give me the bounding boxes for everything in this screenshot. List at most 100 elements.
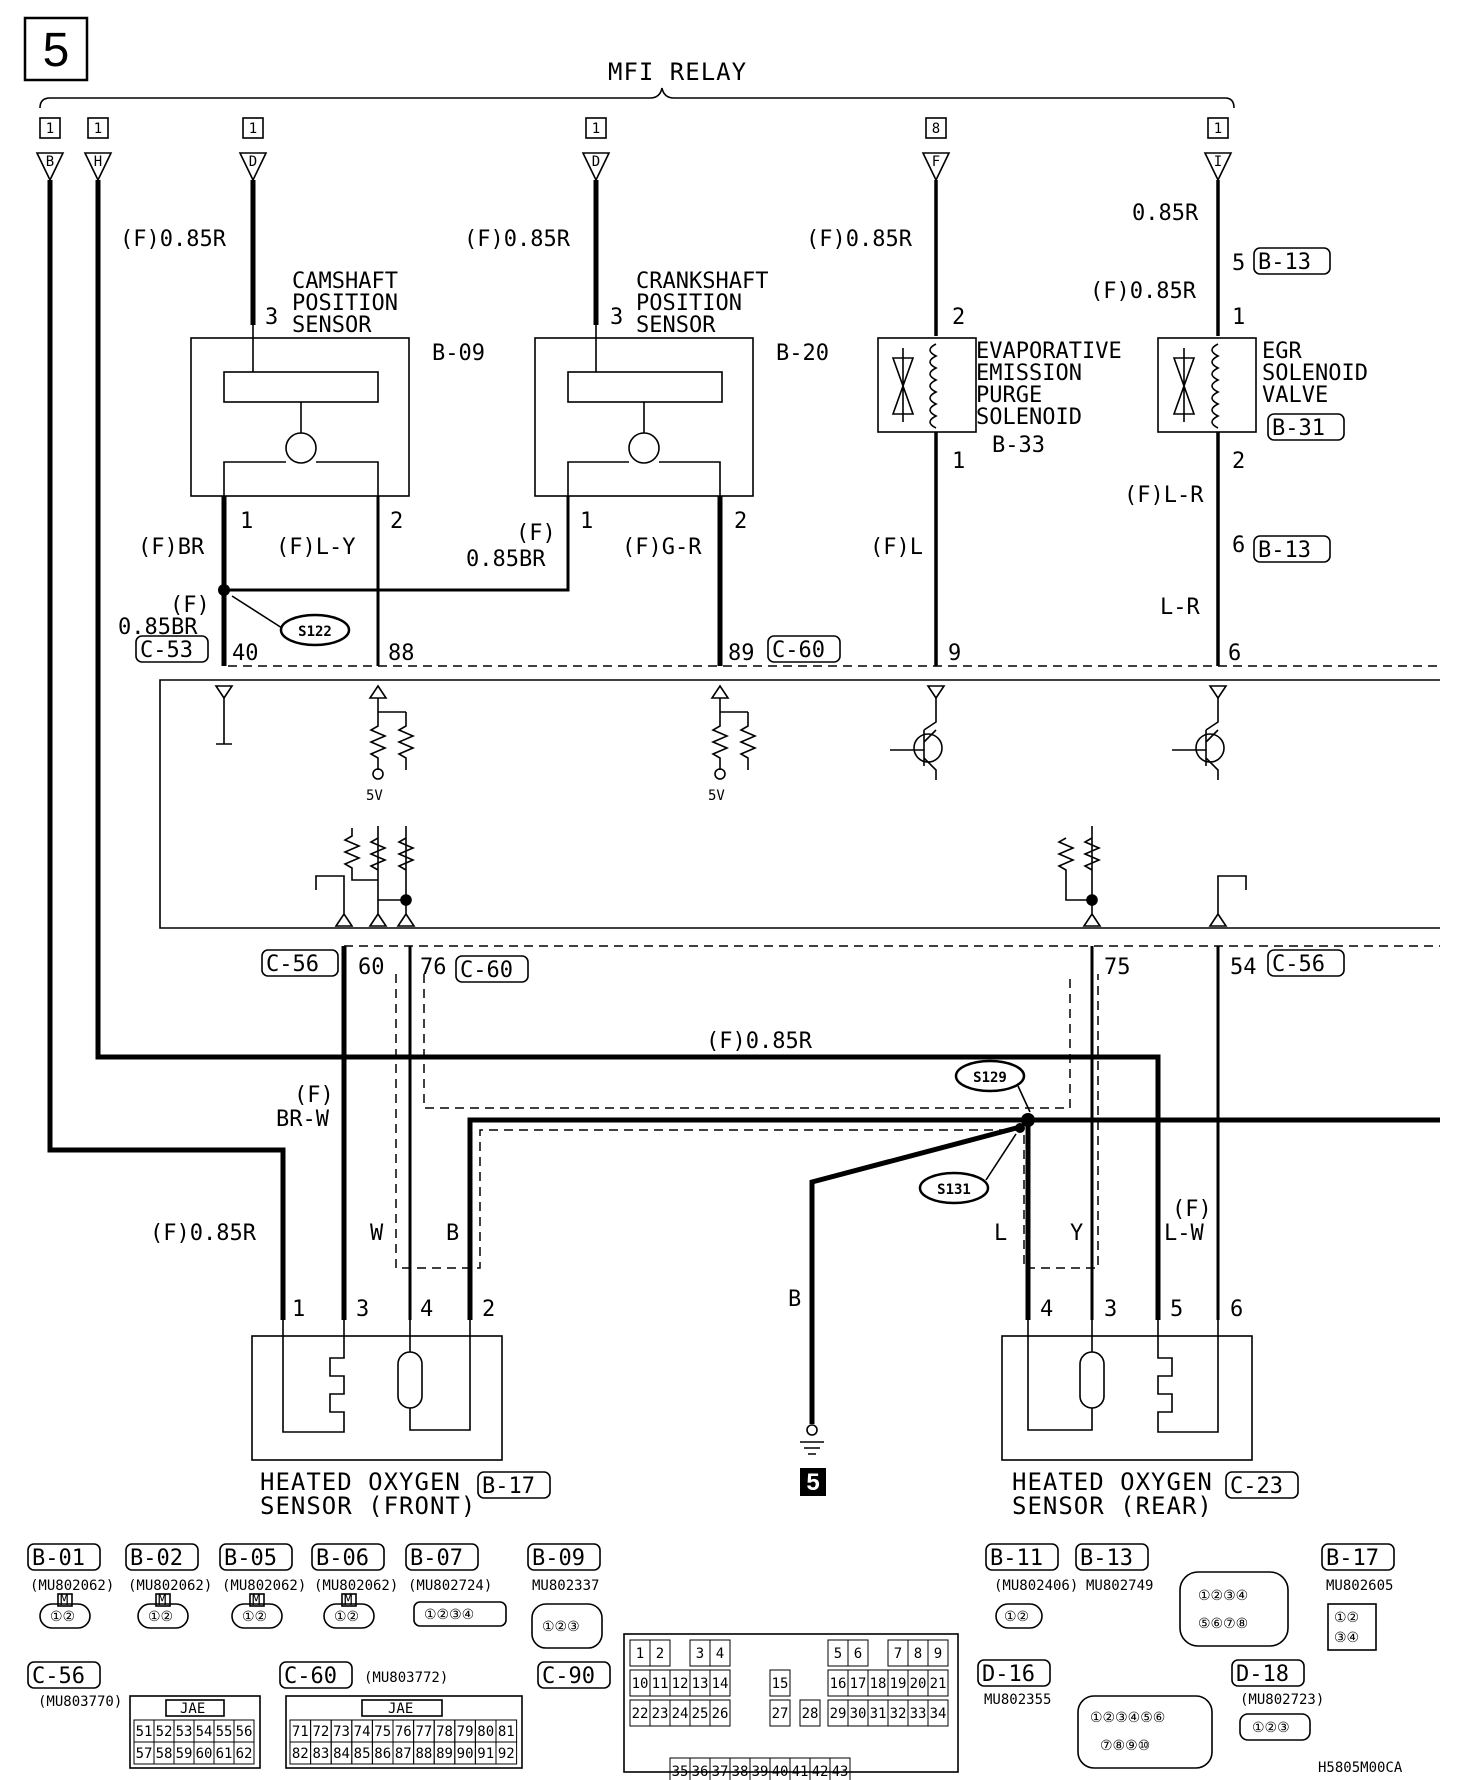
ground-label-box <box>800 1468 826 1496</box>
svg-text:B-01: B-01 <box>32 1546 85 1571</box>
camshaft-position-sensor <box>190 325 410 497</box>
crankshaft-label-3: SENSOR <box>636 313 716 338</box>
svg-text:①②: ①② <box>1004 1609 1029 1625</box>
footer-code: H5805M00CA <box>1318 1760 1403 1776</box>
crankshaft-label-1: CRANKSHAFT <box>636 269 768 294</box>
page-number-box <box>23 16 89 82</box>
ecu-5v-a: 5V <box>366 788 383 804</box>
svg-text:B-11: B-11 <box>990 1546 1043 1571</box>
pin-number: 29 <box>830 1706 847 1722</box>
pin-cell <box>709 1699 731 1727</box>
pin-number: 85 <box>354 1746 371 1762</box>
splice-s129-dot <box>1021 1113 1035 1127</box>
pin-number: 5 <box>834 1646 842 1662</box>
pin-number: 55 <box>216 1724 233 1740</box>
svg-text:MU802605: MU802605 <box>1326 1578 1393 1594</box>
pin-number: 21 <box>930 1676 947 1692</box>
wire-label-crank-f: (F) <box>516 521 556 546</box>
svg-text:①②: ①② <box>1334 1610 1359 1626</box>
egr-label-1: EGR <box>1262 339 1302 364</box>
crank-pin-3: 3 <box>610 305 623 330</box>
svg-text:D: D <box>592 154 600 170</box>
pin-cell <box>847 1639 869 1667</box>
pin-number: 90 <box>457 1746 474 1762</box>
ecu-pin-9: 9 <box>948 641 961 666</box>
egr-pin-1: 1 <box>1232 305 1245 330</box>
conn-c60-top: C-60 <box>772 638 825 663</box>
pin-number: 39 <box>752 1764 769 1780</box>
wire-label-cam-br: (F)BR <box>138 535 205 560</box>
svg-text:1: 1 <box>46 121 54 137</box>
ground-label: 5 <box>806 1469 819 1496</box>
ecu-pin-75: 75 <box>1104 955 1131 980</box>
pin-number: 19 <box>890 1676 907 1692</box>
svg-text:M: M <box>344 1593 352 1609</box>
pin-number: 32 <box>890 1706 907 1722</box>
svg-text:(MU802062): (MU802062) <box>314 1578 398 1594</box>
wire-label-egr-b: (F)0.85R <box>1090 279 1197 304</box>
pin-number: 80 <box>477 1724 494 1740</box>
relay-terminal-b: 1 B <box>35 117 65 182</box>
pin-number: 27 <box>772 1706 789 1722</box>
pin-number: 2 <box>656 1646 664 1662</box>
pin-number: 40 <box>772 1764 789 1780</box>
ecu-5v-b: 5V <box>708 788 725 804</box>
pin-number: 57 <box>136 1746 153 1762</box>
pin-number: 36 <box>692 1764 709 1780</box>
relay-terminal-h: 1 H <box>83 117 113 182</box>
pin-number: 53 <box>176 1724 193 1740</box>
pin-number: 6 <box>854 1646 862 1662</box>
wire-label-s122-f: (F) <box>170 593 210 618</box>
pin-number: 3 <box>696 1646 704 1662</box>
crankshaft-label-2: POSITION <box>636 291 742 316</box>
pin-cell <box>927 1669 949 1697</box>
pin-number: 12 <box>672 1676 689 1692</box>
pin-number: 77 <box>415 1724 432 1740</box>
camshaft-label-3: SENSOR <box>292 313 372 338</box>
ecu-pin-54: 54 <box>1230 955 1257 980</box>
camshaft-label-1: CAMSHAFT <box>292 269 398 294</box>
egr-solenoid-valve <box>1157 337 1257 433</box>
wire-label-h: (F)0.85R <box>706 1029 813 1054</box>
pin-cell <box>799 1699 821 1727</box>
wire-label-front-085r: (F)0.85R <box>150 1221 257 1246</box>
wire-label-rear-l: L <box>994 1221 1007 1246</box>
svg-text:(MU803770): (MU803770) <box>38 1694 122 1710</box>
splice-s131-dot <box>1015 1123 1025 1133</box>
evap-label-3: PURGE <box>976 383 1042 408</box>
pin-number: 28 <box>802 1706 819 1722</box>
svg-text:①②③④: ①②③④ <box>424 1607 474 1623</box>
pin-number: 30 <box>850 1706 867 1722</box>
camshaft-connector: B-09 <box>432 341 485 366</box>
pin-cell <box>709 1669 731 1697</box>
pin-number: 83 <box>312 1746 329 1762</box>
pin-number: 86 <box>374 1746 391 1762</box>
wire-label-evap-feed: (F)0.85R <box>806 227 913 252</box>
svg-text:(MU802406): (MU802406) <box>994 1578 1078 1594</box>
evap-connector: B-33 <box>992 433 1045 458</box>
crank-pin-2: 2 <box>734 509 747 534</box>
wire-label-crank-feed: (F)0.85R <box>464 227 571 252</box>
pin-number: 88 <box>415 1746 432 1762</box>
wire-label-cam-ly: (F)L-Y <box>276 535 355 560</box>
splice-s131-label: S131 <box>937 1182 971 1198</box>
pin-cell <box>829 1757 851 1780</box>
front-pin-3: 3 <box>356 1297 369 1322</box>
conn-c53: C-53 <box>140 638 193 663</box>
egr-pin-2: 2 <box>1232 449 1245 474</box>
ecu-pin-89: 89 <box>728 641 755 666</box>
svg-text:M: M <box>158 1593 166 1609</box>
cam-pin-3: 3 <box>265 305 278 330</box>
splice-s131 <box>918 1171 990 1205</box>
pin-number: 51 <box>136 1724 153 1740</box>
ecu-box <box>159 679 1440 929</box>
pin-number: 62 <box>236 1746 253 1762</box>
svg-text:⑤⑥⑦⑧: ⑤⑥⑦⑧ <box>1198 1616 1248 1632</box>
svg-text:1: 1 <box>1214 121 1222 137</box>
svg-text:B: B <box>46 154 54 170</box>
pin-number: 43 <box>832 1764 849 1780</box>
svg-text:B-09: B-09 <box>532 1546 585 1571</box>
svg-text:B-13: B-13 <box>1080 1546 1133 1571</box>
